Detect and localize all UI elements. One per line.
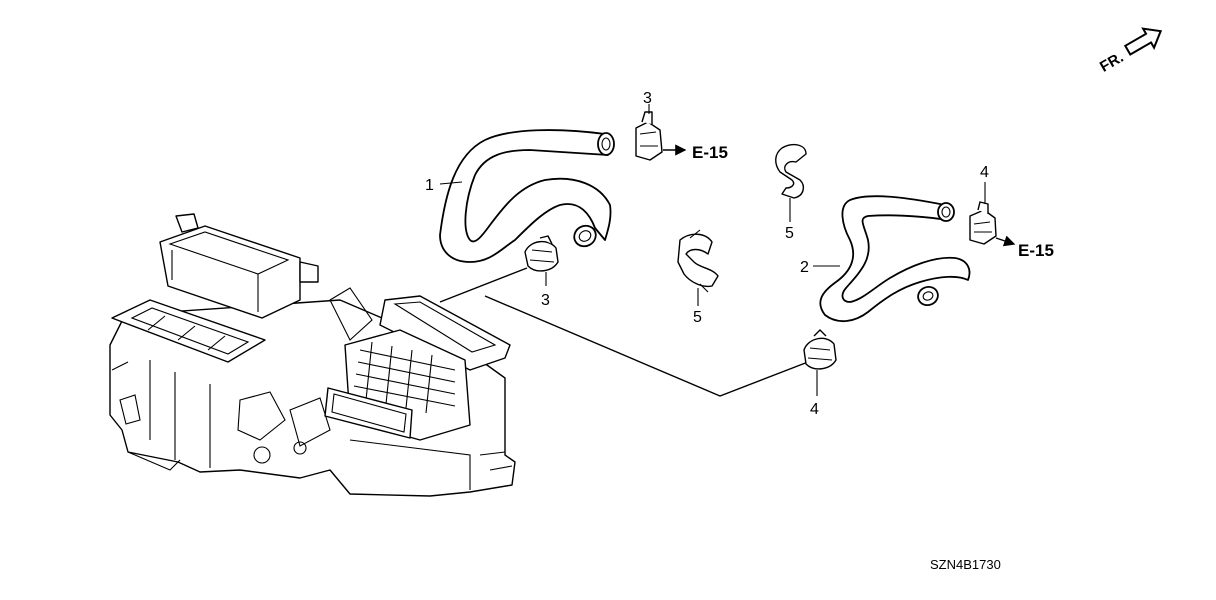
reference-e15-right: E-15 xyxy=(1018,241,1054,260)
leader-part-1 xyxy=(439,181,463,185)
callout-holder-5-left: 5 xyxy=(693,309,702,326)
reference-e15-left: E-15 xyxy=(692,143,728,162)
front-arrow-icon xyxy=(1123,27,1163,56)
front-direction-indicator: FR. xyxy=(1097,27,1163,76)
hose-clip-3-top xyxy=(635,104,687,161)
callout-part-2: 2 xyxy=(800,259,809,276)
hose-holder-5-right xyxy=(775,143,807,222)
front-direction-label: FR. xyxy=(1097,49,1126,76)
water-hose-2 xyxy=(819,195,971,322)
diagram-code: SZN4B1730 xyxy=(930,557,1001,572)
hose-clip-4-bottom xyxy=(803,329,837,396)
callout-clip-3-top: 3 xyxy=(643,90,652,107)
leader-lines xyxy=(439,267,809,397)
callout-part-1: 1 xyxy=(425,177,434,194)
callout-clip-4-top: 4 xyxy=(980,164,989,181)
water-hose-1 xyxy=(439,129,615,263)
callout-clip-4-bottom: 4 xyxy=(810,401,819,418)
hose-clip-3-bottom xyxy=(524,235,559,286)
hose-holder-5-left xyxy=(677,229,719,306)
callout-clip-3-bottom: 3 xyxy=(541,292,550,309)
hose-clip-4-top xyxy=(969,182,1016,247)
heater-unit-assembly xyxy=(109,213,516,497)
callout-holder-5-right: 5 xyxy=(785,225,794,242)
